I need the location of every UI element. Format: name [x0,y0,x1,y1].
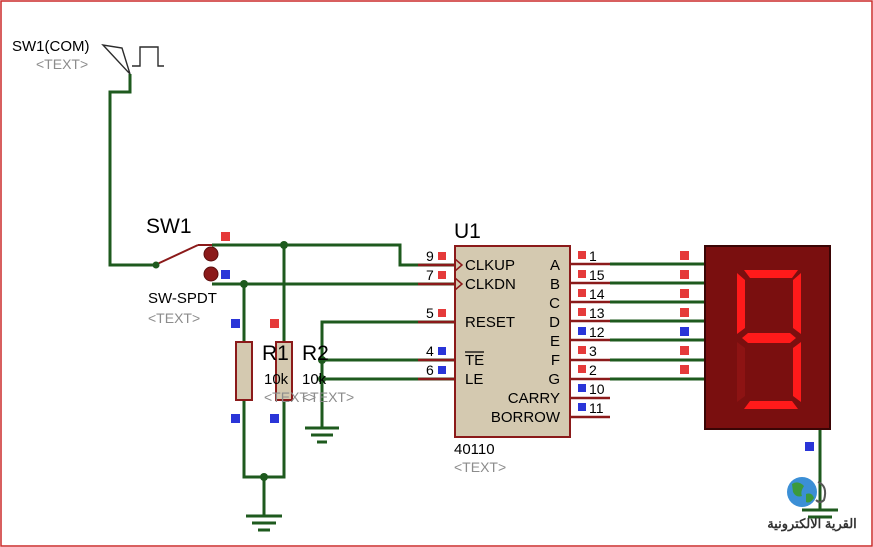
segment-state-markers [680,251,689,374]
pin-label: E [550,333,560,350]
pin-label: BORROW [491,409,561,426]
pin-number: 9 [426,248,434,264]
pin-label: RESET [465,314,515,331]
pin-label: CLKUP [465,257,515,274]
switch-name: SW1 [146,215,192,238]
switch-type: SW-SPDT [148,290,217,307]
wires [108,74,822,516]
segment-a [744,270,798,278]
pin-number: 10 [589,381,605,397]
segment-d [744,401,798,409]
watermark-text: القرية الالكترونية [767,516,857,532]
clock-input-icon [454,258,464,291]
pin-number: 2 [589,362,597,378]
ground-icon [802,508,838,519]
seven-segment-display [704,245,831,451]
pin-number: 4 [426,343,434,359]
pin-number: 11 [589,400,604,416]
r2-text: <TEXT> [302,389,354,405]
r1-name: R1 [262,342,289,365]
segment-c [793,342,801,402]
pin-label: CLKDN [465,276,516,293]
r2-value: 10k [302,371,327,388]
segment-g [742,333,796,343]
switch-spdt-icon [152,232,230,282]
pin-number: 13 [589,305,605,321]
pin-number: 3 [589,343,597,359]
pin-label: F [551,352,560,369]
pin-number: 7 [426,267,434,283]
pin-label: A [550,257,560,274]
pin-label: CARRY [508,390,560,407]
segment-b [793,273,801,334]
junctions [240,241,326,481]
generator-name: SW1(COM) [12,38,90,55]
globe-icon [787,477,827,507]
ground-icon [246,514,282,532]
chip-body [454,245,571,438]
chip-left-pin-stubs [418,263,455,381]
pin-number: 1 [589,248,597,264]
generator-text: <TEXT> [36,56,88,72]
pin-number: 12 [589,324,605,340]
chip-right-pin-stubs [570,262,610,419]
resistor-r2 [270,319,293,423]
r2-name: R2 [302,342,329,365]
pin-state-markers [438,252,446,374]
chip-part: 40110 [454,441,495,458]
pin-state-markers [578,251,586,411]
pin-label: G [548,371,560,388]
square-wave-icon [101,43,164,75]
pin-number: 14 [589,286,605,302]
pin-number: 5 [426,305,434,321]
r1-value: 10k [264,371,289,388]
pin-label: B [550,276,560,293]
chip-name: U1 [454,220,481,243]
pin-label: LE [465,371,483,388]
resistor-r1 [231,319,253,423]
switch-text: <TEXT> [148,310,200,326]
r1-text: <TEXT> [264,389,316,405]
pin-label: D [549,314,560,331]
segment-e [737,342,745,402]
pin-number: 6 [426,362,434,378]
segment-f [737,273,745,334]
pin-number: 15 [589,267,605,283]
pin-label: TE [465,352,484,369]
pin-label: C [549,295,560,312]
ground-icon [305,426,339,444]
chip-text: <TEXT> [454,459,506,475]
watermark-logo: القرية الالكترونية [756,474,868,536]
